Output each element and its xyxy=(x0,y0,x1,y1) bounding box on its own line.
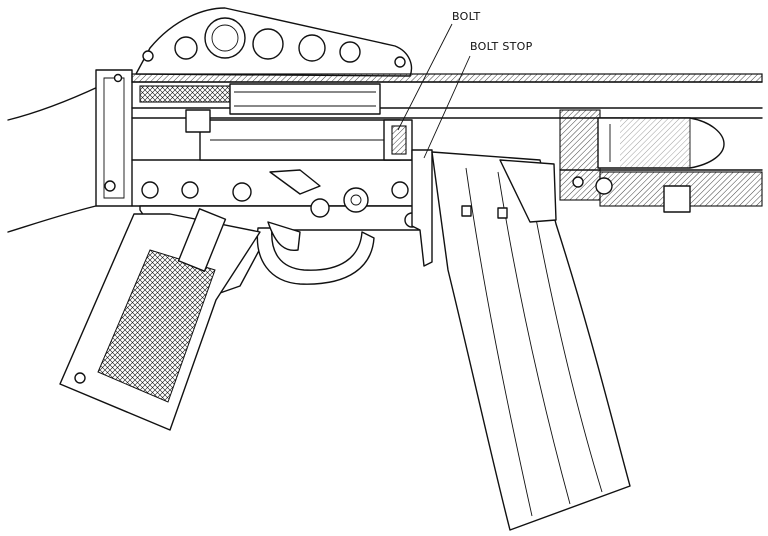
bolt-stop-label: BOLT STOP xyxy=(470,40,533,53)
leader-lines xyxy=(397,23,471,159)
bolt-stop-leader xyxy=(423,55,471,159)
bolt xyxy=(383,119,413,161)
rear-sight-plate xyxy=(135,7,413,77)
magazine xyxy=(431,151,631,531)
pistol-grip xyxy=(59,208,261,431)
chamber-and-cartridge xyxy=(559,109,763,213)
bolt-leader xyxy=(397,23,453,131)
buttstock xyxy=(7,69,133,233)
bolt-carrier xyxy=(185,83,401,161)
recoil-spring xyxy=(139,85,231,103)
bolt-label: BOLT xyxy=(452,10,481,23)
bolt-stop xyxy=(411,149,433,267)
